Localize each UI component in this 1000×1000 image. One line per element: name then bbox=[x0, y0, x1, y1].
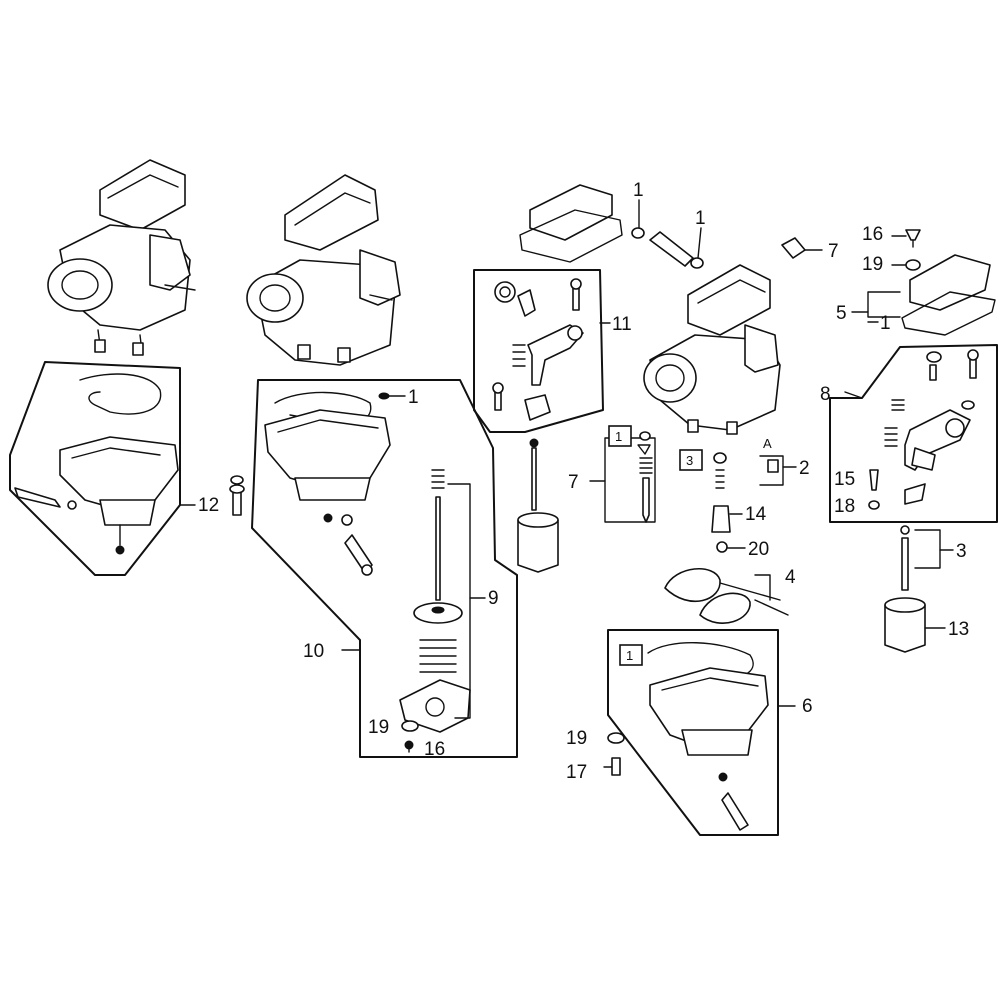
carburetor-second bbox=[246, 174, 401, 366]
callout-4: 4 bbox=[785, 567, 796, 588]
float-chamber-group-6: 1 bbox=[607, 629, 779, 836]
callout-7-mid: 7 bbox=[568, 472, 579, 493]
linkage-box-11 bbox=[473, 269, 604, 433]
callout-1-top-a: 1 bbox=[633, 180, 644, 201]
callout-16-top: 16 bbox=[862, 224, 883, 245]
callout-10: 10 bbox=[303, 641, 324, 662]
callout-19-top: 19 bbox=[862, 254, 883, 275]
callout-16-bottom: 16 bbox=[424, 739, 445, 760]
callout-8: 8 bbox=[820, 384, 831, 405]
callout-9: 9 bbox=[488, 588, 499, 609]
carburetor-left bbox=[47, 159, 196, 356]
callout-7-top: 7 bbox=[828, 241, 839, 262]
callout-18: 18 bbox=[834, 496, 855, 517]
needle-valve-assembly-9 bbox=[399, 469, 471, 733]
carburetor-center bbox=[643, 264, 781, 435]
callout-11: 11 bbox=[612, 314, 632, 335]
mark-a: A bbox=[763, 436, 772, 451]
callout-13: 13 bbox=[948, 619, 969, 640]
callout-5: 5 bbox=[836, 303, 847, 324]
float-chamber-group-10 bbox=[251, 379, 518, 758]
callout-12: 12 bbox=[198, 495, 219, 516]
callout-1-gasket-5: 1 bbox=[880, 313, 891, 334]
float-chamber-group-12 bbox=[9, 361, 181, 576]
callout-19-bottom: 19 bbox=[566, 728, 587, 749]
top-cover-11 bbox=[519, 184, 623, 263]
linkage-box-8 bbox=[829, 344, 998, 523]
callout-6: 6 bbox=[802, 696, 813, 717]
callout-2: 2 bbox=[799, 458, 810, 479]
callout-20: 20 bbox=[748, 539, 769, 560]
jet-needle-and-piston-11 bbox=[517, 438, 559, 573]
callout-14: 14 bbox=[745, 504, 767, 525]
callout-1-boxed-6: 1 bbox=[626, 648, 633, 663]
callout-15: 15 bbox=[834, 469, 855, 490]
callout-19-left: 19 bbox=[368, 717, 389, 738]
callout-1-mid: 1 bbox=[408, 387, 419, 408]
piston-13 bbox=[884, 597, 926, 653]
callout-3: 3 bbox=[956, 541, 967, 562]
callout-17: 17 bbox=[566, 762, 587, 783]
callout-3-boxed: 3 bbox=[686, 453, 693, 468]
callout-1-top-b: 1 bbox=[695, 208, 706, 229]
top-cover-5 bbox=[901, 254, 996, 336]
screw-12 bbox=[229, 475, 245, 516]
callout-1-boxed-7: 1 bbox=[615, 429, 622, 444]
